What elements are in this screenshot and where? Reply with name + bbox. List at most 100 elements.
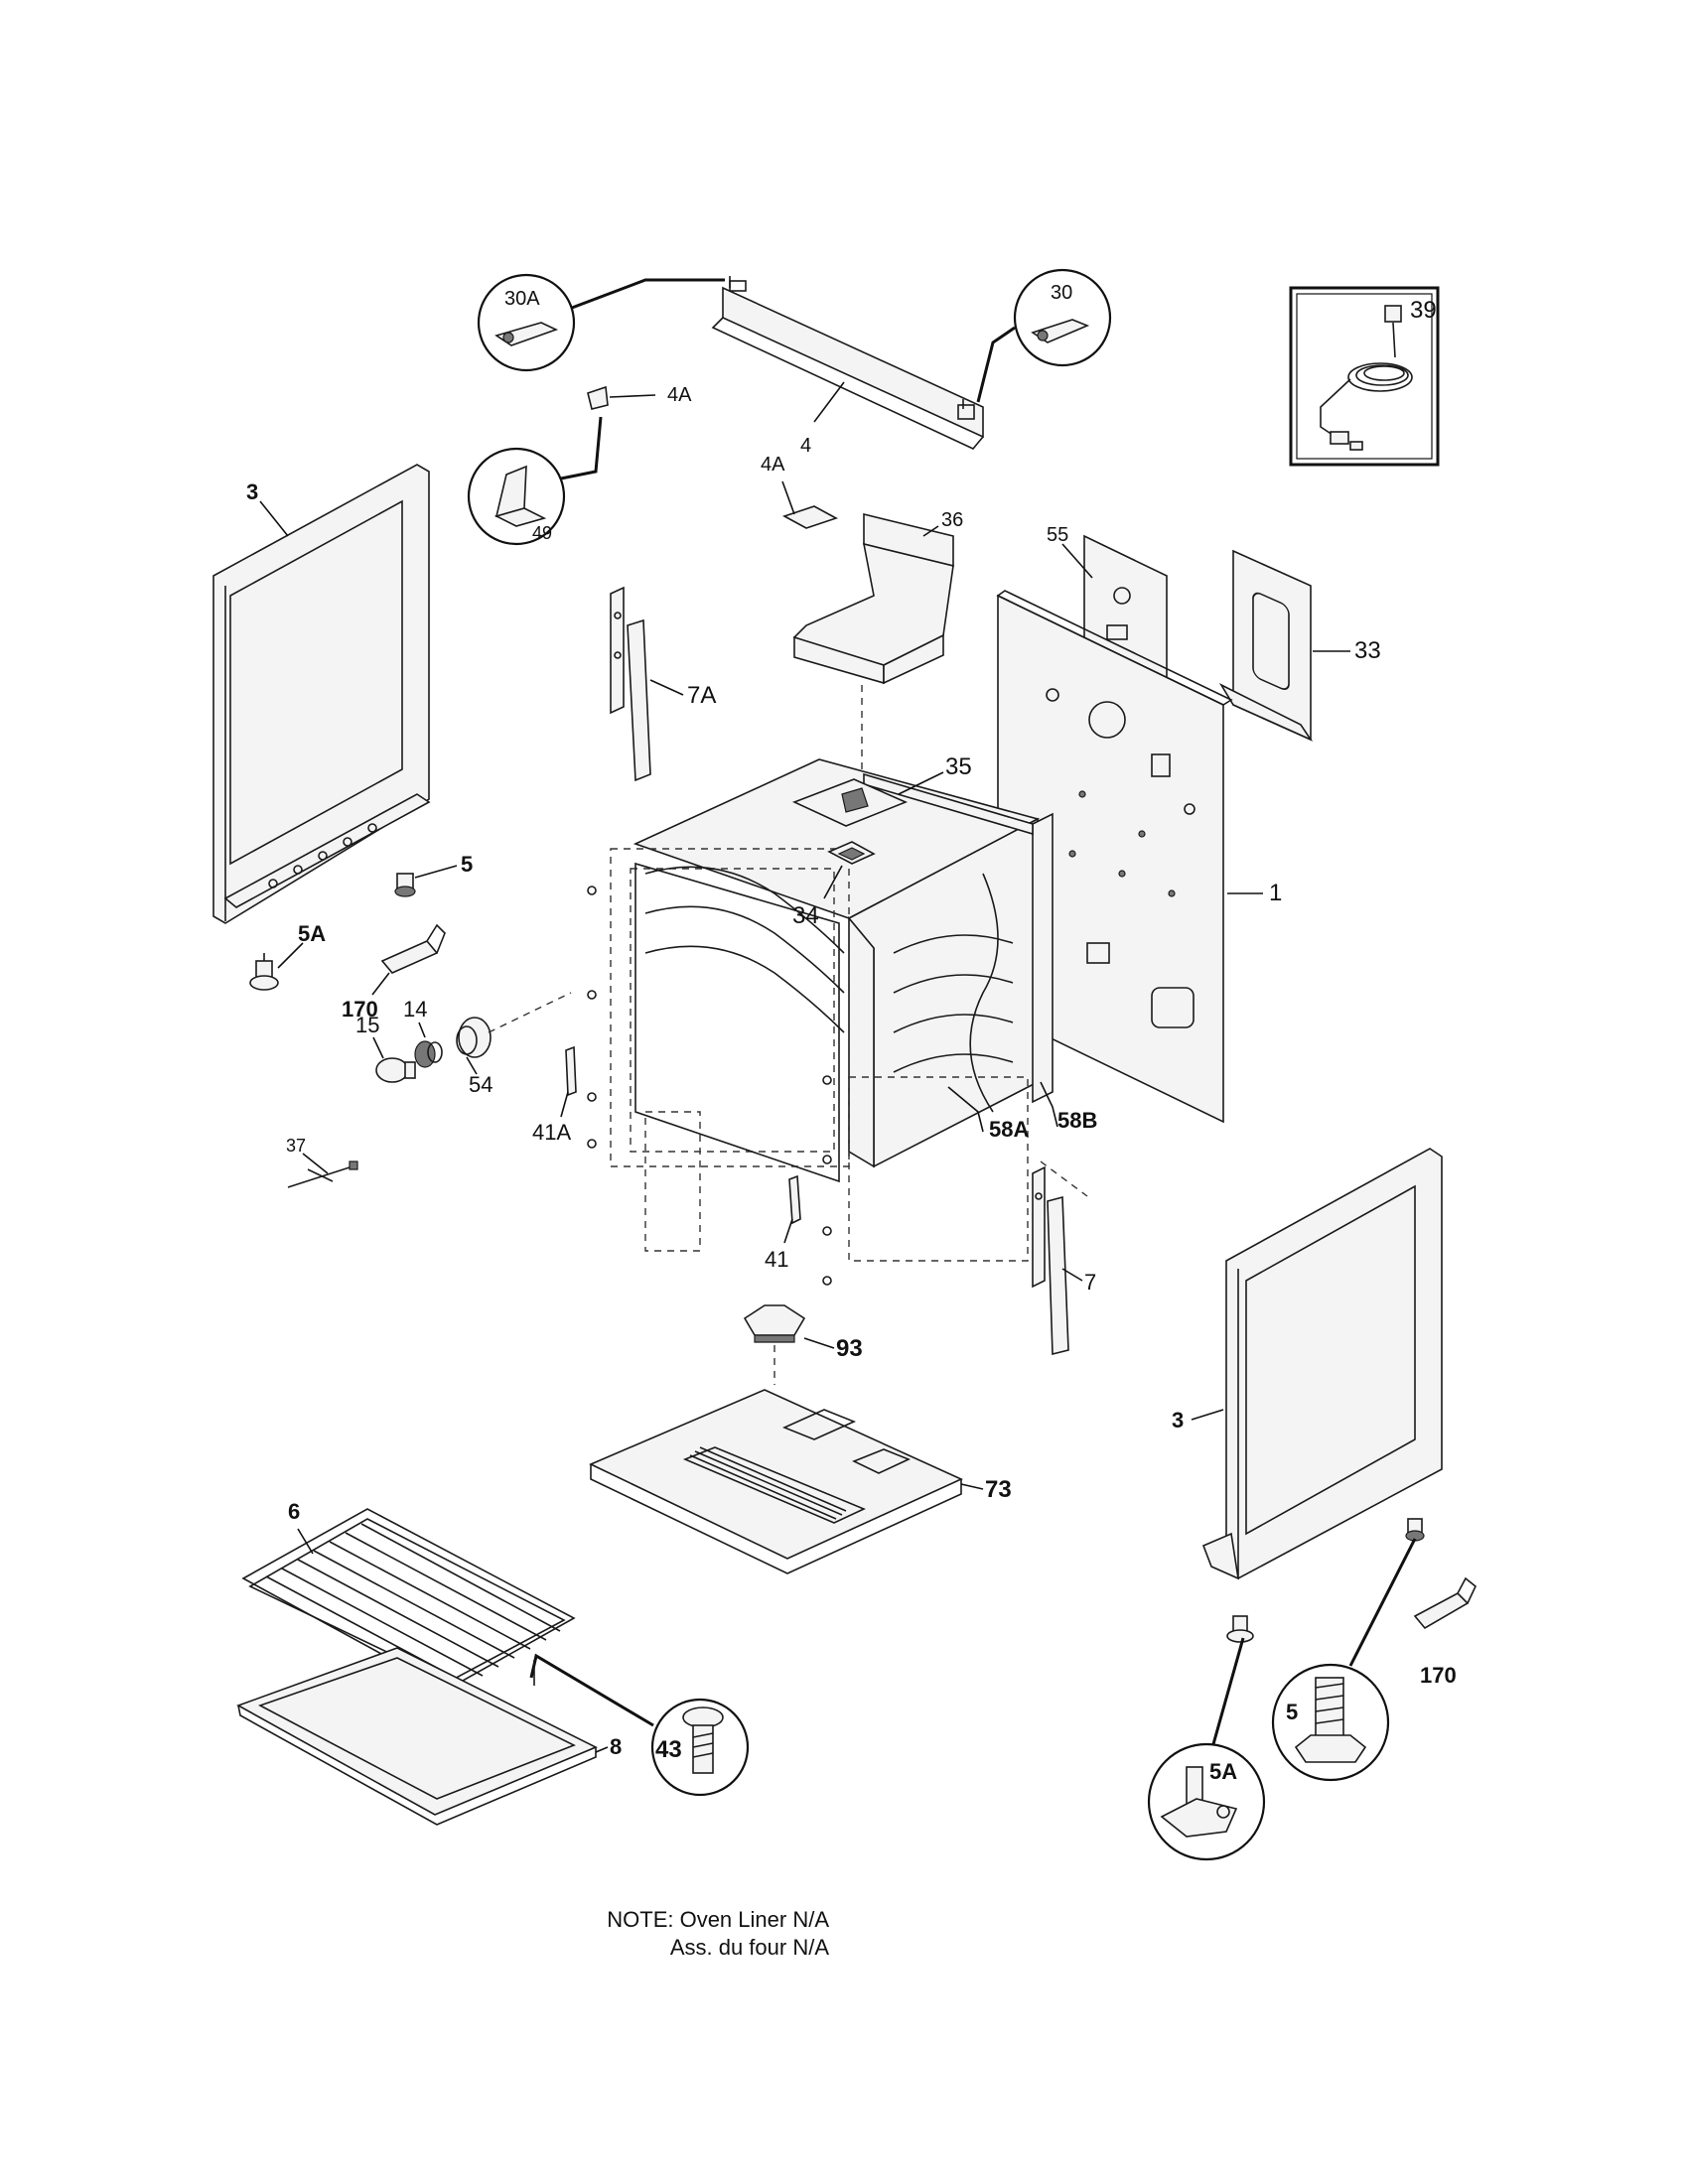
part-36-vent-duct	[792, 512, 954, 685]
leader-73	[960, 1483, 984, 1490]
leader-15	[372, 1036, 384, 1059]
label-4A-top: 4A	[667, 384, 692, 406]
leader-4	[813, 381, 845, 423]
leader-58B	[1040, 1081, 1058, 1128]
leader-7A	[649, 679, 684, 696]
part-6-oven-rack	[241, 1508, 576, 1691]
label-34: 34	[792, 902, 819, 929]
label-58A: 58A	[989, 1117, 1029, 1142]
part-4-top-brace	[711, 276, 984, 450]
part-3-left-side-panel	[212, 464, 431, 924]
leader-54	[466, 1056, 478, 1075]
label-6: 6	[288, 1499, 300, 1524]
label-73: 73	[985, 1476, 1012, 1503]
callout-30A	[477, 273, 725, 372]
part-7A-hinge	[610, 586, 651, 782]
part-7-hinge	[1032, 1165, 1069, 1356]
label-41A: 41A	[532, 1120, 571, 1145]
part-8-drawer-pan	[236, 1647, 598, 1826]
part-15-bulb	[375, 1057, 416, 1083]
leader-7	[1061, 1268, 1083, 1282]
leader-35	[898, 771, 944, 795]
label-5-left: 5	[461, 852, 473, 877]
part-170-clip-left	[380, 923, 446, 974]
part-14-socket	[414, 1040, 443, 1068]
label-30: 30	[1051, 282, 1072, 304]
part-41A-bracket	[565, 1045, 577, 1097]
part-4A-bracket-mid	[782, 505, 838, 529]
callout-39-power-cord	[1289, 286, 1440, 467]
part-33-panel	[1218, 549, 1314, 742]
label-14: 14	[403, 997, 427, 1022]
oven-cavity	[610, 758, 1054, 1262]
leader-58A	[947, 1086, 984, 1133]
label-93: 93	[836, 1335, 863, 1362]
label-33: 33	[1354, 637, 1381, 664]
part-4A-bracket-top	[587, 385, 609, 410]
label-54: 54	[469, 1072, 492, 1097]
part-170-clip-right	[1413, 1576, 1477, 1630]
part-34-bracket	[827, 841, 876, 865]
label-7A: 7A	[687, 682, 716, 709]
leader-4A-mid	[781, 480, 795, 515]
label-3-left: 3	[246, 479, 258, 504]
part-37-sensor	[287, 1160, 358, 1188]
leader-3-left	[259, 500, 289, 537]
leader-170-left	[371, 972, 390, 996]
label-3-right: 3	[1172, 1408, 1184, 1433]
part-73-bottom-panel	[589, 1389, 963, 1574]
part-54-lens	[456, 1017, 492, 1058]
cavity-screws	[587, 886, 832, 1286]
leader-8	[595, 1746, 609, 1753]
callout-49	[467, 416, 603, 546]
label-58B: 58B	[1057, 1108, 1097, 1133]
label-15: 15	[355, 1013, 379, 1037]
leader-41	[783, 1218, 793, 1244]
label-4A-mid: 4A	[761, 454, 785, 476]
label-39: 39	[1410, 297, 1437, 324]
label-35: 35	[945, 753, 972, 780]
leader-55	[1061, 543, 1093, 579]
leader-37	[302, 1153, 329, 1174]
label-7: 7	[1084, 1270, 1096, 1295]
note-line-2: Ass. du four N/A	[669, 1935, 829, 1960]
part-5A-bracket-left	[249, 953, 279, 991]
leader-6	[297, 1528, 314, 1555]
label-41: 41	[765, 1247, 788, 1272]
part-41-bracket	[788, 1174, 801, 1225]
label-55: 55	[1047, 524, 1068, 546]
part-5-leveler-right	[1405, 1518, 1425, 1542]
part-3-right-side-panel	[1201, 1148, 1443, 1580]
callout-43-screw	[529, 1653, 750, 1797]
leader-93	[803, 1337, 835, 1349]
label-49: 49	[532, 523, 552, 543]
part-93-cap	[743, 1304, 806, 1343]
leader-41A	[560, 1091, 569, 1118]
label-8: 8	[610, 1734, 622, 1759]
leader-3-right	[1191, 1409, 1224, 1421]
callout-30	[976, 268, 1112, 403]
leader-36	[922, 525, 939, 537]
leader-5-left	[414, 865, 458, 879]
leader-14	[418, 1022, 426, 1038]
part-35-plate	[791, 778, 909, 827]
label-170-right: 170	[1420, 1663, 1457, 1688]
label-5A-left: 5A	[298, 921, 326, 946]
part-5A-bracket-right	[1226, 1615, 1254, 1643]
label-1: 1	[1269, 880, 1282, 906]
label-170-left: 170	[342, 997, 378, 1022]
label-5-right: 5	[1286, 1700, 1298, 1724]
diagram-note: NOTE: Oven Liner N/A Ass. du four N/A	[596, 1906, 829, 1962]
leader-4A-top	[609, 394, 656, 398]
label-36: 36	[941, 509, 963, 531]
leader-34	[823, 865, 843, 899]
label-30A: 30A	[504, 288, 540, 310]
leader-5A-left	[277, 942, 304, 969]
part-5-leveler-left	[394, 873, 416, 897]
label-5A-right: 5A	[1209, 1759, 1237, 1784]
note-line-1: NOTE: Oven Liner N/A	[607, 1907, 829, 1932]
label-37: 37	[286, 1136, 306, 1156]
callout-5A-right	[1147, 1637, 1266, 1861]
label-43: 43	[655, 1736, 682, 1763]
